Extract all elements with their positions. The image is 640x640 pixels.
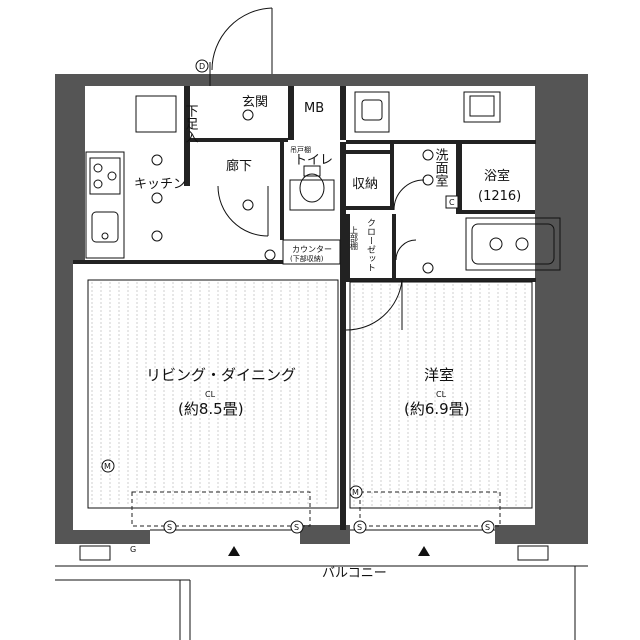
western-border: [349, 281, 533, 509]
label-western-size: (約6.9畳): [404, 400, 470, 418]
symbol-s-4: S: [485, 523, 490, 532]
symbol-d: D: [199, 62, 205, 71]
label-kitchen: キッチン: [134, 177, 186, 192]
label-storage: 収納: [352, 177, 378, 192]
label-washroom: 洗面室: [433, 148, 449, 187]
label-western: 洋室: [424, 366, 454, 384]
interior-walls: [73, 86, 536, 530]
interior-doors: [217, 179, 425, 331]
symbol-g: G: [130, 545, 136, 554]
label-mb: MB: [304, 101, 324, 116]
toilet-fixture: [289, 165, 335, 211]
label-counter: カウンター: [292, 245, 332, 254]
label-living-size: (約8.5畳): [178, 400, 244, 418]
balcony: [55, 545, 588, 640]
label-hanging-shelf: 吊戸棚: [290, 145, 311, 154]
label-living: リビング・ダイニング: [146, 366, 296, 384]
symbol-m-living: M: [104, 462, 111, 471]
living-floor-pattern: [91, 282, 327, 506]
label-bath-size: (1216): [478, 189, 521, 204]
label-counter-sub: (下部収納): [290, 254, 324, 263]
kitchen-fixtures: [85, 95, 177, 259]
label-upper-storage: 上部棚: [350, 226, 359, 251]
symbol-s-2: S: [294, 523, 299, 532]
counter: [282, 239, 341, 265]
label-bath: 浴室: [484, 168, 510, 184]
label-balcony: バルコニー: [322, 566, 387, 581]
windows: [131, 491, 501, 531]
label-entrance: 玄関: [242, 95, 268, 110]
symbol-s-3: S: [357, 523, 362, 532]
ceiling-fixtures: [151, 109, 434, 274]
entrance-door: [209, 7, 273, 86]
symbol-s-1: S: [167, 523, 172, 532]
label-closet: クローゼット: [365, 218, 376, 272]
living-border: [87, 279, 339, 509]
symbol-cl-living: CL: [205, 390, 216, 399]
bathtub: [465, 217, 561, 271]
label-hallway: 廊下: [226, 158, 252, 174]
symbol-m-western: M: [352, 488, 359, 497]
western-floor-pattern: [353, 284, 526, 506]
label-shoe-storage: 下足入: [183, 104, 199, 143]
symbol-c: C: [449, 198, 455, 207]
symbol-cl-western: CL: [436, 390, 447, 399]
symbols: D M M S S S S C G: [101, 59, 495, 554]
washroom-fixtures: [354, 91, 501, 133]
exterior-walls: [55, 74, 588, 544]
label-toilet: トイレ: [294, 153, 333, 168]
